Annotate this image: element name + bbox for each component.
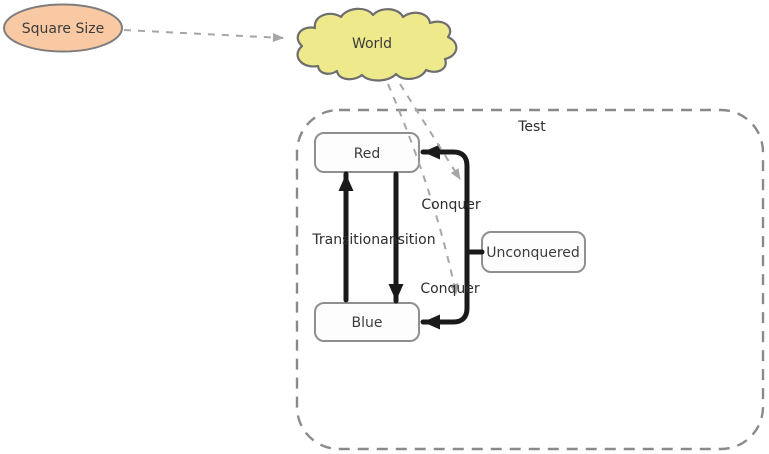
edge-conquer-lower-label: Conquer <box>420 281 480 297</box>
node-blue[interactable]: Blue <box>314 302 420 342</box>
node-world-label: World <box>352 36 392 52</box>
edge-conquer-to-blue[interactable] <box>420 249 470 330</box>
edge-conquer-to-red[interactable] <box>420 144 470 255</box>
group-test-label: Test <box>517 119 546 135</box>
node-square-size-label: Square Size <box>22 21 104 37</box>
edge-square-size-to-world[interactable] <box>123 29 284 42</box>
node-world[interactable]: World <box>296 7 458 82</box>
edge-conquer-bracket[interactable] <box>420 144 485 330</box>
edge-conquer-upper-label: Conquer <box>421 197 481 213</box>
node-square-size-shape[interactable] <box>3 3 123 53</box>
group-test-border[interactable] <box>295 108 765 451</box>
node-unconquered-label: Unconquered <box>486 245 580 261</box>
node-red-shape[interactable] <box>314 132 420 173</box>
node-blue-shape[interactable] <box>314 302 420 342</box>
node-blue-label: Blue <box>352 315 383 331</box>
edge-world-to-conquer-lower[interactable] <box>387 83 459 295</box>
edge-transition-label: Transitionansition <box>311 232 435 248</box>
node-red[interactable]: Red <box>314 132 420 173</box>
node-square-size[interactable]: Square Size <box>3 3 123 53</box>
node-unconquered[interactable]: Unconquered <box>481 231 586 273</box>
edge-world-to-conquer-upper[interactable] <box>399 83 461 180</box>
node-red-label: Red <box>354 146 381 162</box>
group-test[interactable]: Test <box>295 108 765 451</box>
node-world-shape[interactable] <box>296 7 458 82</box>
